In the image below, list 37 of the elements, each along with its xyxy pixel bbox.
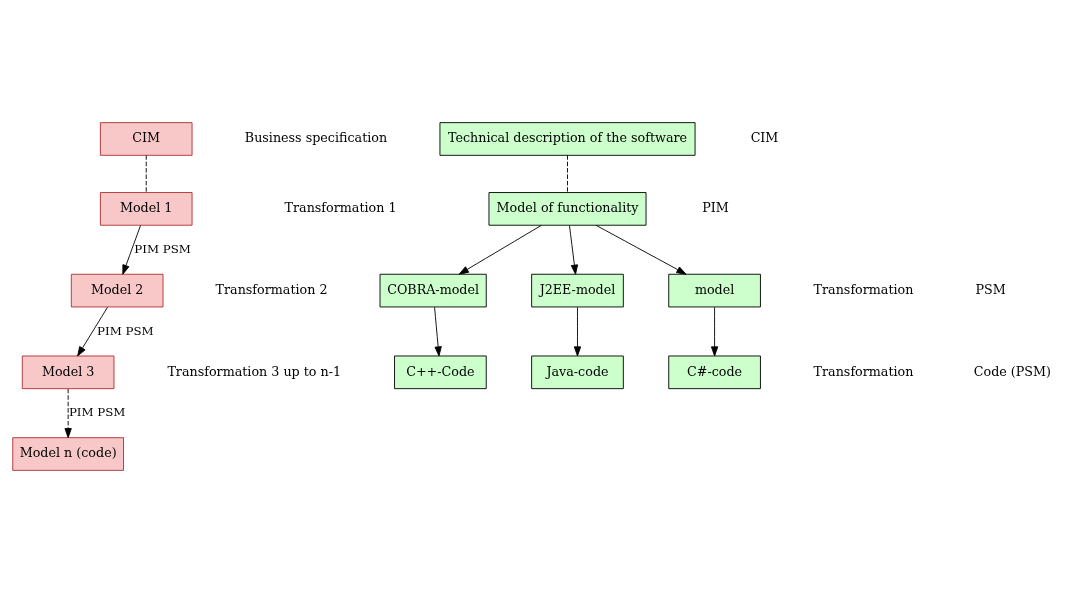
edge-label: PIM PSM [68, 404, 126, 419]
label: PSM [975, 281, 1006, 297]
label: Transformation [813, 281, 914, 297]
edge-label: PIM PSM [134, 241, 191, 256]
node-box: Model n (code) [12, 436, 124, 471]
node-box: Model 2 [70, 273, 164, 307]
node-box: Model 3 [21, 355, 115, 389]
node-box: Model of functionality [488, 191, 647, 226]
edge-label: PIM PSM [97, 323, 154, 338]
label: Code (PSM) [973, 363, 1052, 379]
arrow [64, 388, 72, 438]
node-box: C++-Code [394, 355, 487, 389]
label: Transformation 1 [284, 199, 397, 215]
label: Business specification [244, 129, 388, 145]
label: Transformation 2 [215, 281, 328, 297]
arrow [573, 306, 582, 356]
node-box: CIM [99, 121, 193, 156]
connector [567, 154, 568, 193]
arrow [77, 306, 108, 356]
node-box: C#-code [668, 355, 761, 389]
node-box: model [668, 273, 761, 307]
label: PIM [702, 199, 729, 215]
node-box: Java-code [531, 355, 624, 389]
arrow [595, 224, 687, 275]
node-box: COBRA-model [379, 273, 487, 307]
arrow [710, 306, 719, 356]
arrow [569, 224, 579, 275]
arrow [434, 306, 442, 356]
node-box: Technical description of the software [439, 121, 696, 156]
arrow [122, 224, 141, 275]
label: Transformation [813, 363, 914, 379]
connector [145, 154, 147, 193]
label: Transformation 3 up to n-1 [167, 363, 342, 379]
label: CIM [750, 129, 779, 145]
node-box: J2EE-model [531, 273, 624, 307]
node-box: Model 1 [99, 191, 193, 226]
arrow [458, 224, 542, 275]
